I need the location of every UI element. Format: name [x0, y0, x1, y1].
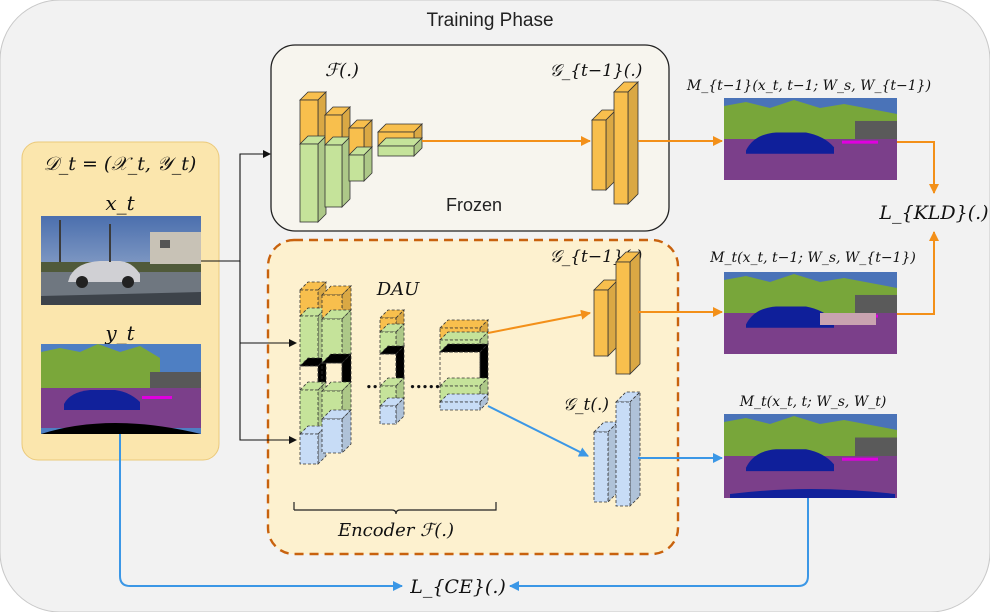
curr-output-label: M_t(x_t, t; W_s, W_t): [739, 394, 887, 410]
frozen-dec-layer-1: [591, 109, 617, 191]
enc-col-3-seg-2: [439, 343, 489, 387]
frozen-enc-layer-3: [348, 119, 373, 182]
frozen-enc-layer-3-seg-1: [348, 146, 373, 182]
curr-task-output-map: [724, 414, 897, 498]
dec-prev-layer-2: [615, 251, 641, 375]
frozen-enc-layer-2-seg-1: [324, 136, 351, 208]
frozen-encoder-label: ℱ(.): [325, 60, 359, 81]
enc-col-3-seg-4: [439, 393, 489, 411]
encoder-caption: Encoder ℱ(.): [337, 520, 454, 541]
frozen-decoder-blocks: [591, 81, 639, 205]
orange-arrows: [422, 136, 939, 334]
input-connectors: [201, 150, 297, 444]
trainable-encoder-blocks: [299, 281, 489, 465]
enc-col-3: [439, 319, 489, 411]
prev-task-output-map: [724, 272, 897, 354]
enc-col-1b-seg-4: [321, 409, 352, 454]
frozen-enc-layer-4: [377, 123, 423, 157]
kld-loss-label: L_{KLD}(.): [878, 202, 988, 224]
frozen-output-map: [724, 98, 897, 180]
input-image-label: x_t: [105, 191, 135, 215]
frozen-encoder-blocks: [299, 91, 423, 223]
frozen-enc-layer-1: [299, 91, 327, 223]
enc-col-2-seg-1: [379, 323, 405, 355]
decoder-curr-label: 𝒢_t(.): [563, 395, 609, 415]
label-map-label: y_t: [104, 321, 135, 345]
blue-arrows: [119, 405, 809, 591]
enc-col-2: [379, 309, 405, 425]
enc-col-2-seg-2: [379, 345, 405, 387]
training-phase-title: Training Phase: [426, 10, 553, 31]
frozen-enc-layer-2-seg-0: [324, 106, 351, 146]
frozen-enc-layer-1-seg-1: [299, 135, 327, 223]
trainable-decoder-blocks: [593, 251, 641, 507]
frozen-dec-layer-2: [613, 81, 639, 205]
ellipsis-small: ..: [366, 372, 379, 393]
frozen-enc-layer-4-seg-1: [377, 137, 423, 157]
dataset-label: 𝒟_t = (𝒳_t, 𝒴_t): [44, 153, 197, 175]
dau-label: DAU: [376, 279, 420, 300]
dec-prev-layer-1: [593, 279, 619, 357]
frozen-model-box: [270, 44, 670, 232]
frozen-caption: Frozen: [446, 195, 502, 215]
frozen-enc-layer-2: [324, 106, 351, 208]
dec-curr-layer-2: [615, 391, 641, 507]
enc-col-2-seg-4: [379, 397, 405, 425]
input-photo: [41, 216, 201, 305]
frozen-decoder-label: 𝒢_{t−1}(.): [550, 61, 643, 81]
frozen-output-label: M_{t−1}(x_t, t−1; W_s, W_{t−1}): [686, 78, 931, 94]
ce-loss-label: L_{CE}(.): [409, 576, 506, 598]
prev-output-label: M_t(x_t, t−1; W_s, W_{t−1}): [709, 250, 916, 266]
encoder-brace: [293, 502, 497, 515]
frozen-enc-layer-1-seg-0: [299, 91, 327, 145]
ground-truth-map: [41, 344, 201, 434]
dec-curr-layer-1: [593, 421, 619, 503]
ellipsis-large: .....: [409, 372, 440, 393]
enc-col-1b: [321, 285, 352, 454]
